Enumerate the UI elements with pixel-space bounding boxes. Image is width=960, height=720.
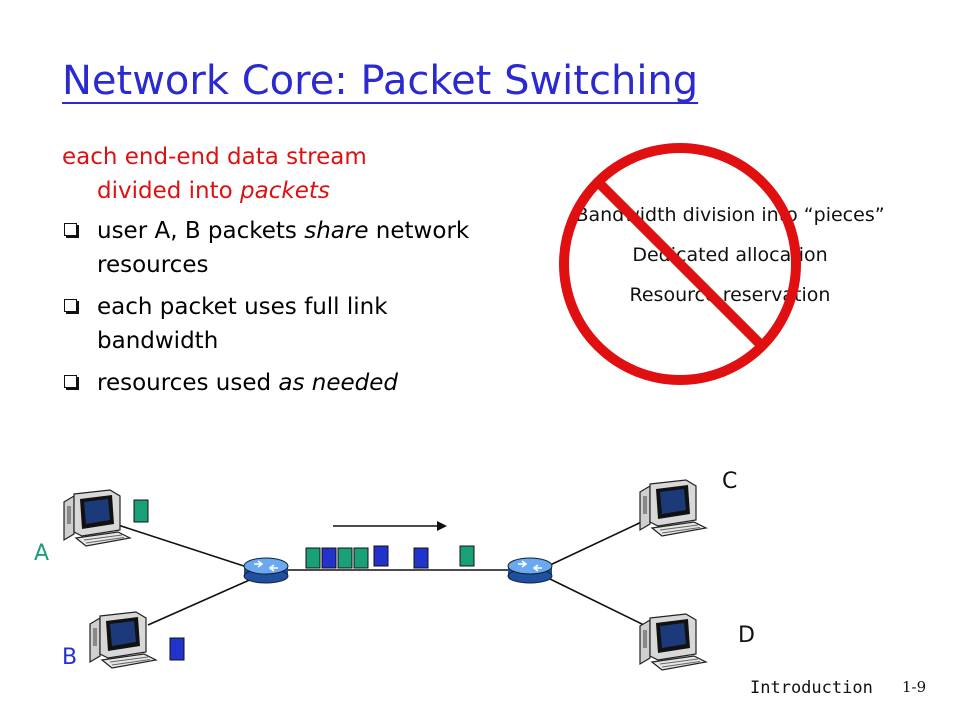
packet-icon <box>413 547 429 569</box>
bullet-text: resources used <box>97 370 279 396</box>
feature-resource-reservation: Resource reservation <box>629 284 831 306</box>
bullet-text: network resources <box>97 218 470 278</box>
host-label-b: B <box>62 645 77 670</box>
slide-title: Network Core: Packet Switching <box>62 58 699 104</box>
arrow-icon <box>333 521 447 531</box>
packet-icon <box>353 547 369 569</box>
lead-line-2-emph: packets <box>240 178 330 204</box>
bullet-text: each packet uses full link bandwidth <box>97 294 388 354</box>
link-b-router <box>147 577 255 626</box>
page-number: 1-9 <box>902 678 927 696</box>
packet-icon <box>133 499 149 523</box>
computer-icon <box>89 611 157 669</box>
bullet-emph: as needed <box>278 370 399 396</box>
link-router-d <box>547 577 651 629</box>
checkbox-bullet-icon <box>64 223 77 236</box>
prohibition-sign-icon <box>559 143 801 385</box>
packet-icon <box>337 547 353 569</box>
lead-text: each end-end data stream divided into pa… <box>62 140 502 208</box>
checkbox-bullet-icon <box>64 299 77 312</box>
bullet-emph: share <box>304 218 369 244</box>
host-label-d: D <box>738 623 755 648</box>
bullet-text: user A, B packets <box>97 218 305 244</box>
checkbox-bullet-icon <box>64 375 77 388</box>
footer-section: Introduction <box>750 678 873 698</box>
bullet-item: each packet uses full link bandwidth <box>62 290 502 358</box>
lead-line-2-prefix: divided into <box>97 178 241 204</box>
computer-icon <box>63 489 131 547</box>
router-icon <box>507 557 553 584</box>
link-a-router <box>117 524 251 569</box>
packet-icon <box>305 547 321 569</box>
bullet-item: resources used as needed <box>62 366 502 400</box>
packet-icon <box>321 547 337 569</box>
packet-icon <box>373 545 389 567</box>
bullet-item: user A, B packets share network resource… <box>62 214 502 282</box>
packet-icon <box>459 545 475 567</box>
feature-bandwidth-division: Bandwidth division into “pieces” <box>575 204 885 226</box>
host-label-a: A <box>34 541 49 566</box>
bullet-list: each end-end data stream divided into pa… <box>62 140 502 408</box>
host-label-c: C <box>722 469 737 494</box>
computer-icon <box>639 479 707 537</box>
router-icon <box>243 557 289 584</box>
packet-icon <box>169 637 185 661</box>
link-router-c <box>547 517 651 567</box>
computer-icon <box>639 613 707 671</box>
lead-line-1: each end-end data stream <box>62 144 367 170</box>
